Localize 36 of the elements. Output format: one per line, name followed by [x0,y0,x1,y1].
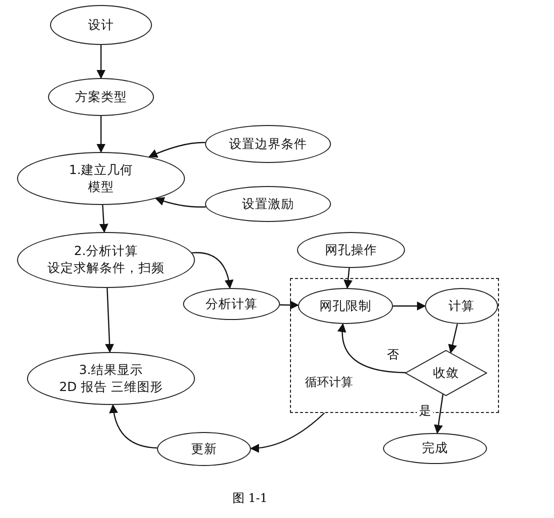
node-text: 分析计算 [206,296,258,312]
arrow [448,324,458,354]
arrow [96,45,106,79]
arrow [148,142,206,158]
node-text: 网孔限制 [320,298,372,314]
arrow [338,323,406,374]
ellipse-node [425,288,498,324]
node-text: 网孔操作 [325,242,377,258]
arrow [155,196,206,208]
edge-label: 是 [417,402,433,420]
arrow [99,204,108,233]
arrow [105,288,114,353]
arrow [393,302,426,310]
region-label: 循环计算 [305,374,353,390]
node-text: 设置激励 [242,196,294,212]
arrow [192,252,234,289]
node-text: 1.建立几何模型 [68,162,134,196]
node-text: 计算 [448,298,474,314]
arrow [280,300,299,310]
node-text: 2D 报告 三维图形 [59,378,163,396]
node-text: 3.结果显示 [79,362,143,378]
node-text: 设计 [88,16,114,34]
node-text: 2.分析计算 [74,243,138,260]
arrow [434,394,444,434]
node-text: 收敛 [433,364,459,382]
node-text: 完成 [422,440,448,457]
node-text: 更新 [191,440,217,458]
caption: 图 1-1 [231,490,269,507]
node-text: 方案类型 [75,88,127,106]
arrow [250,412,325,453]
node-text: 设定求解条件，扫频 [48,260,164,277]
arrow [344,268,353,289]
decision-diamond [405,350,487,396]
node-text: 设置边界条件 [229,136,307,152]
arrow [96,116,106,153]
arrow [109,404,158,449]
